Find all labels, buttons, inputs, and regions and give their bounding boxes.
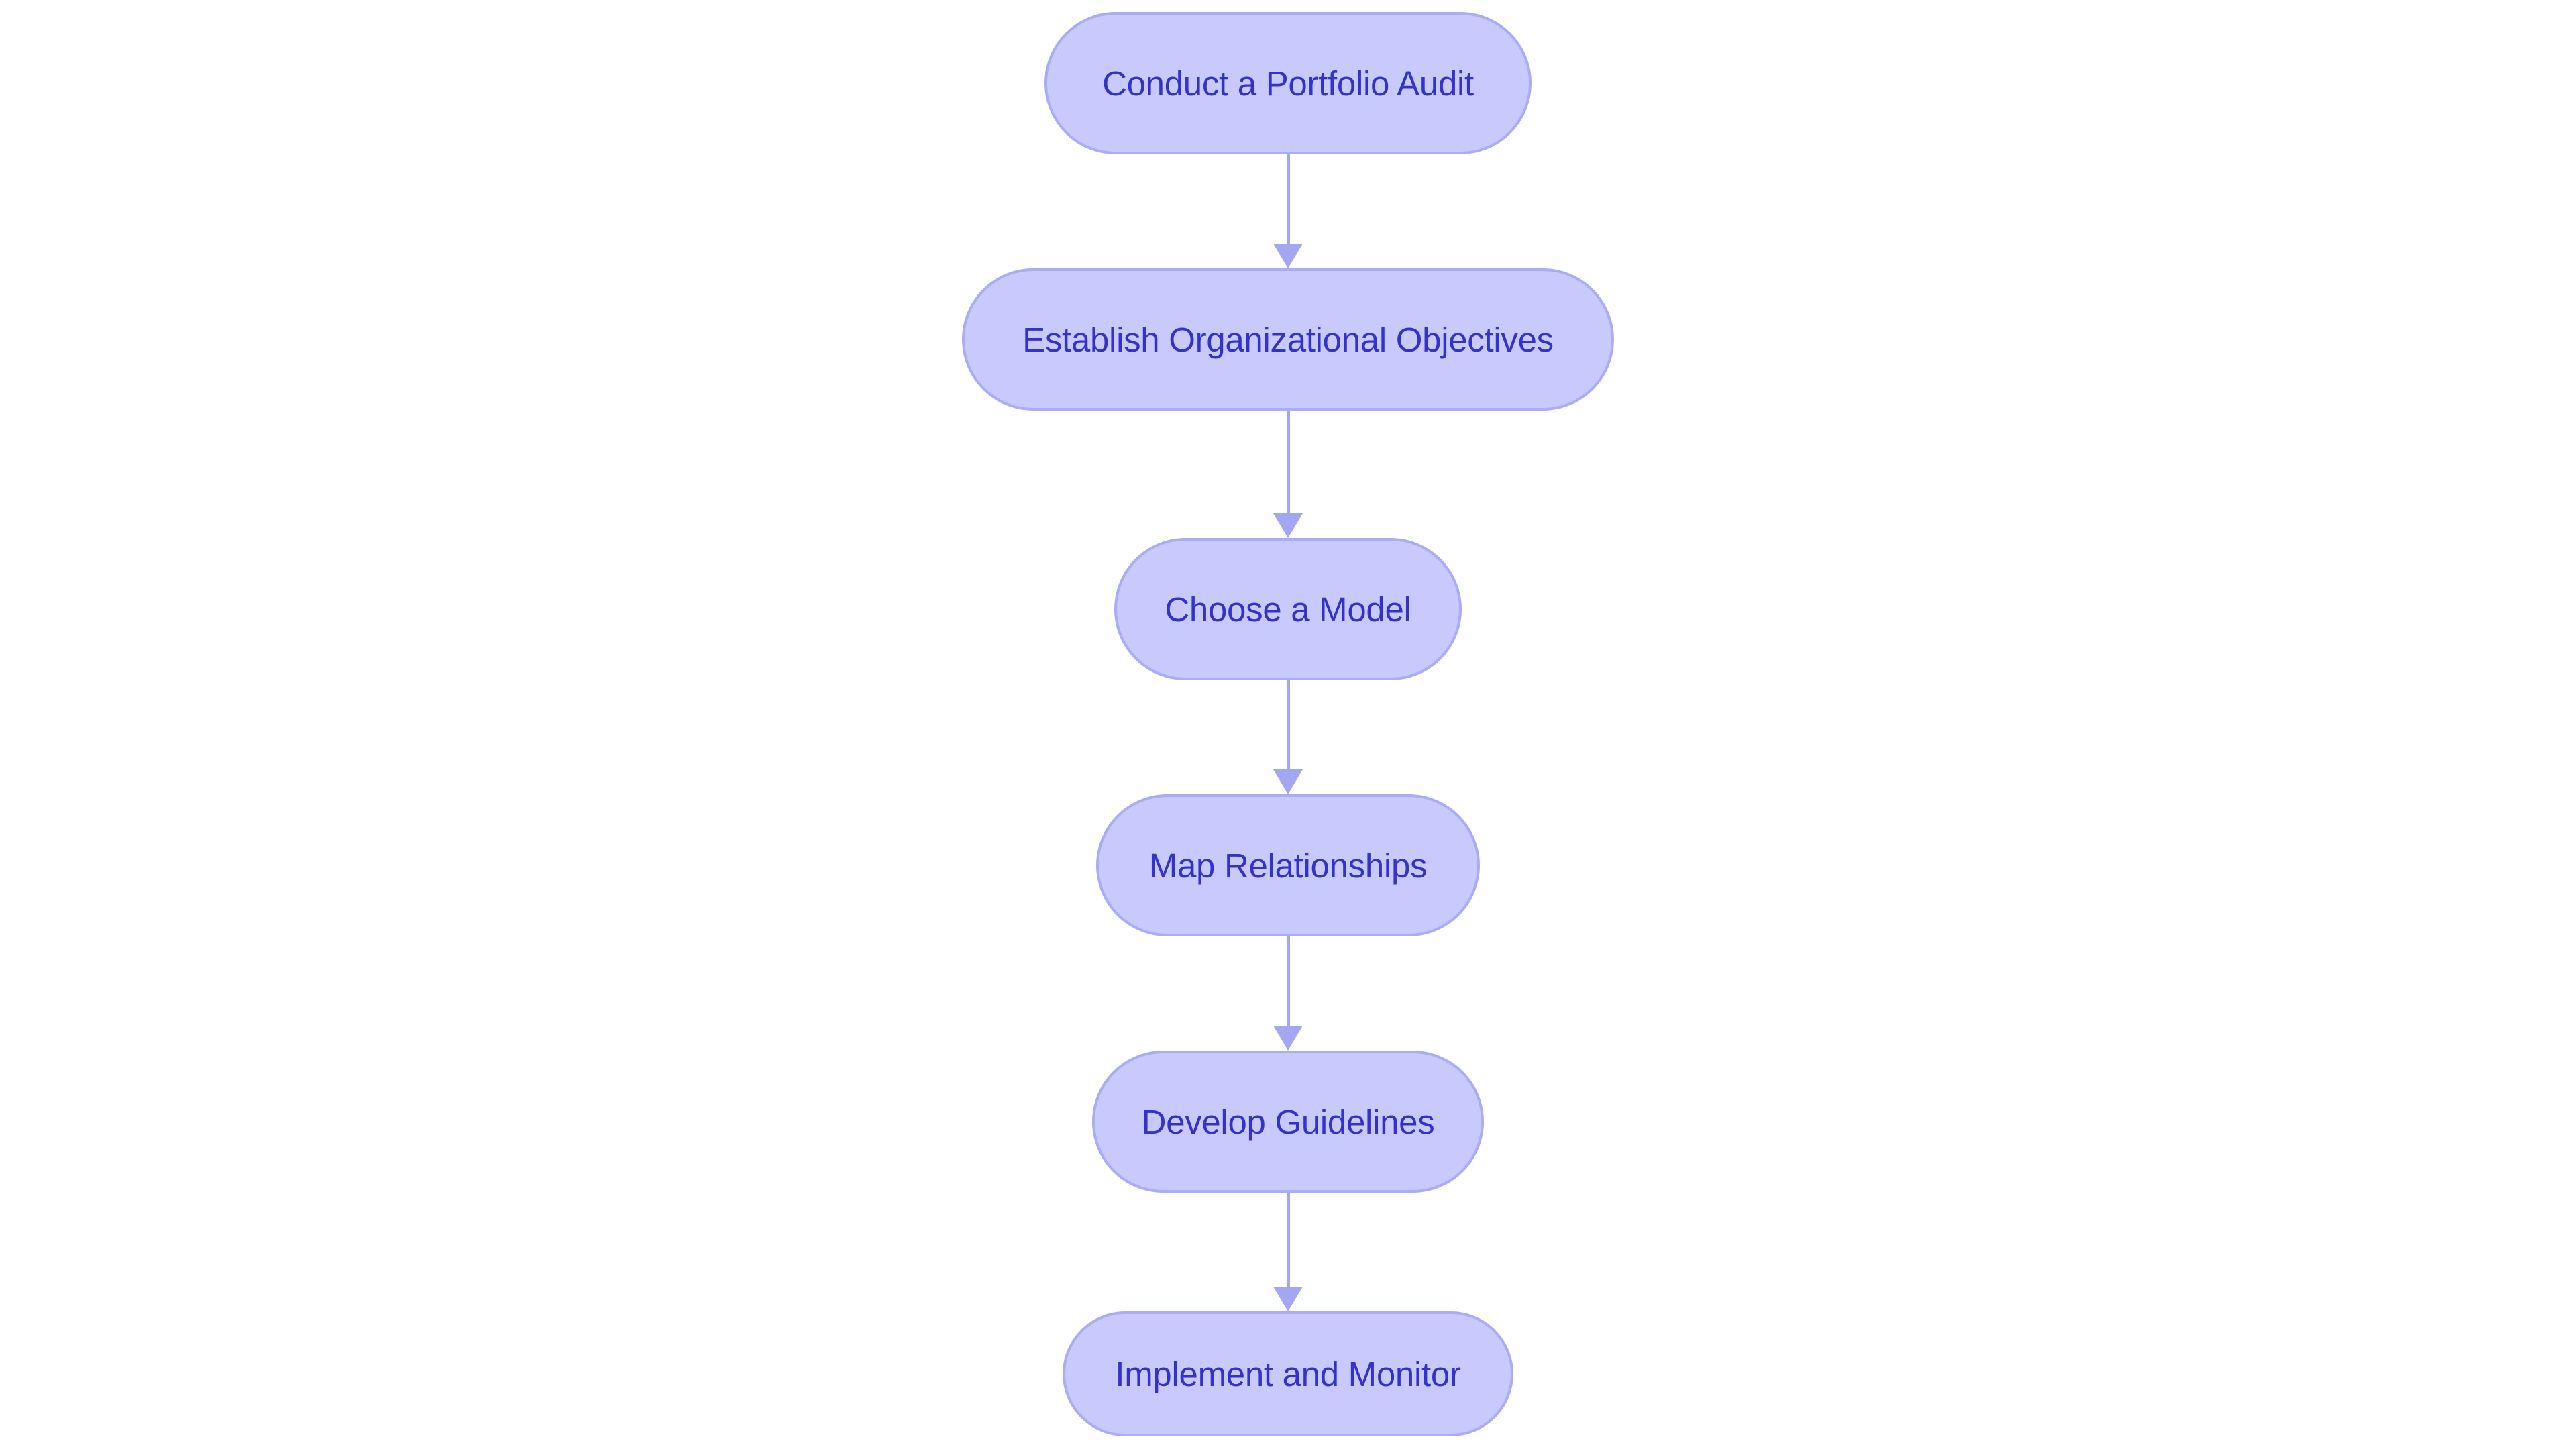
- flow-node-establish-organizational-objectives[interactable]: Establish Organizational Objectives: [962, 268, 1614, 411]
- down-arrow-icon: [1273, 1026, 1303, 1051]
- down-arrow-icon: [1273, 513, 1303, 538]
- flow-edge-n3-to-n4: [1273, 680, 1303, 794]
- flow-node-label: Implement and Monitor: [1115, 1354, 1461, 1393]
- flow-node-label: Develop Guidelines: [1141, 1102, 1435, 1141]
- edge-line: [1286, 680, 1290, 770]
- flow-node-label: Establish Organizational Objectives: [1022, 320, 1554, 359]
- flow-node-develop-guidelines[interactable]: Develop Guidelines: [1092, 1051, 1484, 1193]
- flow-node-label: Conduct a Portfolio Audit: [1102, 64, 1474, 103]
- flow-edge-n2-to-n3: [1273, 411, 1303, 538]
- edge-line: [1286, 154, 1290, 244]
- flow-edge-n5-to-n6: [1273, 1193, 1303, 1311]
- flow-edge-n4-to-n5: [1273, 936, 1303, 1051]
- flow-node-map-relationships[interactable]: Map Relationships: [1096, 794, 1480, 936]
- down-arrow-icon: [1273, 769, 1303, 794]
- flow-node-label: Choose a Model: [1165, 590, 1411, 629]
- flow-node-label: Map Relationships: [1148, 846, 1428, 885]
- edge-line: [1286, 411, 1290, 514]
- down-arrow-icon: [1273, 1287, 1303, 1311]
- flow-node-conduct-a-portfolio-audit[interactable]: Conduct a Portfolio Audit: [1044, 12, 1532, 154]
- down-arrow-icon: [1273, 244, 1303, 268]
- edge-line: [1286, 936, 1290, 1026]
- edge-line: [1286, 1193, 1290, 1287]
- flow-node-implement-and-monitor[interactable]: Implement and Monitor: [1063, 1311, 1513, 1436]
- flow-node-choose-a-model[interactable]: Choose a Model: [1114, 538, 1462, 680]
- flow-edge-n1-to-n2: [1273, 154, 1303, 268]
